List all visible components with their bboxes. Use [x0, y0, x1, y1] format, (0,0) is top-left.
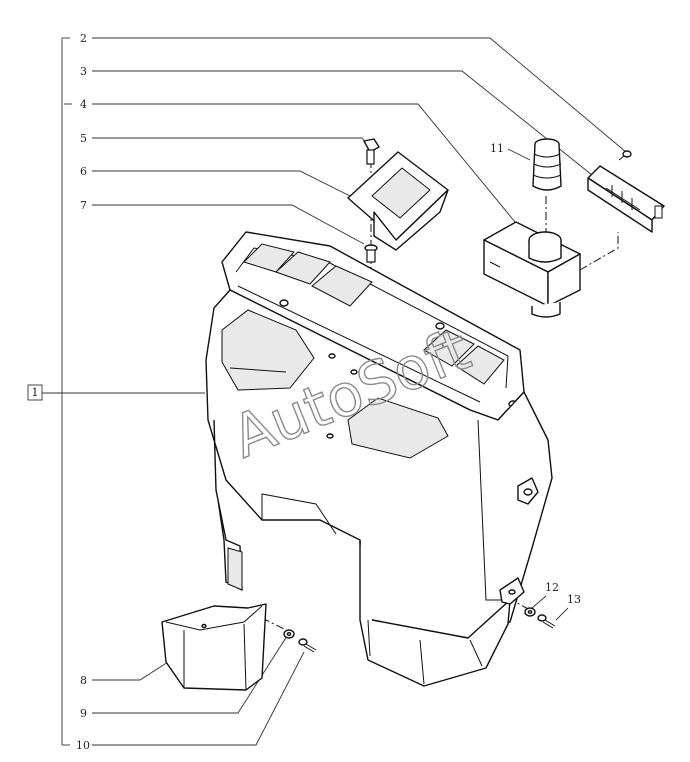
- cover-part-8: [161, 603, 267, 691]
- callout-bracket: [61, 37, 70, 746]
- switch-housing-part-4: [483, 221, 581, 318]
- callout-11-label: 11: [490, 142, 504, 155]
- bolt-part-10: [298, 638, 317, 653]
- callout-3: 3: [80, 65, 593, 176]
- callout-13-label: 13: [567, 593, 581, 606]
- washer-part-9: [283, 629, 295, 639]
- tray-part-6: [347, 151, 449, 251]
- callout-4-label: 4: [80, 98, 87, 111]
- callout-13: 13: [555, 593, 581, 621]
- callout-1: 1: [27, 384, 205, 401]
- callout-5: 5: [80, 132, 369, 147]
- bolt-part-13: [537, 614, 556, 629]
- callout-1-label: 1: [32, 386, 39, 399]
- callout-11: 11: [490, 142, 531, 161]
- callout-12: 12: [531, 581, 559, 609]
- callout-8-label: 8: [80, 674, 87, 687]
- screw-part-7: [364, 244, 378, 263]
- callout-8: 8: [80, 661, 169, 687]
- boot-part-11: [532, 138, 562, 191]
- callout-10-label: 10: [76, 739, 90, 752]
- callout-5-label: 5: [80, 132, 87, 145]
- callout-3-label: 3: [80, 65, 87, 78]
- callout-4: 4: [64, 98, 521, 229]
- screw-part-2: [618, 150, 632, 161]
- callout-9-label: 9: [80, 707, 87, 720]
- callout-2-label: 2: [80, 32, 87, 45]
- callout-10: 10: [76, 651, 305, 752]
- callout-7-label: 7: [80, 199, 87, 212]
- console-body-part-1: [205, 231, 553, 687]
- callout-2: 2: [80, 32, 627, 153]
- screw-part-5: [363, 138, 380, 165]
- washer-part-12: [524, 607, 536, 617]
- callout-6-label: 6: [80, 165, 87, 178]
- callout-12-label: 12: [545, 581, 559, 594]
- callout-9: 9: [80, 635, 288, 720]
- switch-plate-part-3: [587, 165, 665, 233]
- callout-6: 6: [80, 165, 359, 201]
- callout-7: 7: [80, 199, 365, 245]
